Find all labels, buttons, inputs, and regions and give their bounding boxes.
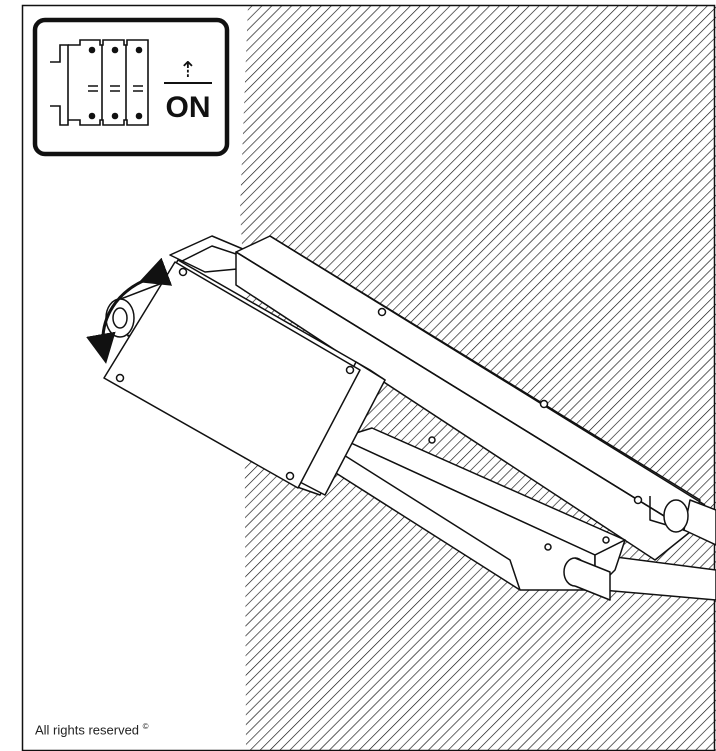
- breaker-on-symbol: ⇡ ON: [32, 17, 230, 157]
- copyright-notice: All rights reserved ©: [35, 722, 149, 737]
- copyright-symbol: ©: [142, 722, 149, 731]
- on-label: ON: [166, 91, 211, 124]
- device-assembly: [86, 235, 716, 601]
- up-arrow-icon: ⇡: [179, 58, 197, 83]
- circuit-breaker-icon: [50, 39, 149, 126]
- rail-bar: [235, 235, 706, 561]
- rail-end-pipe: [599, 499, 716, 601]
- secondary-box: [327, 427, 626, 601]
- copyright-text: All rights reserved: [35, 722, 140, 738]
- rotate-arrow-icon: [86, 257, 173, 364]
